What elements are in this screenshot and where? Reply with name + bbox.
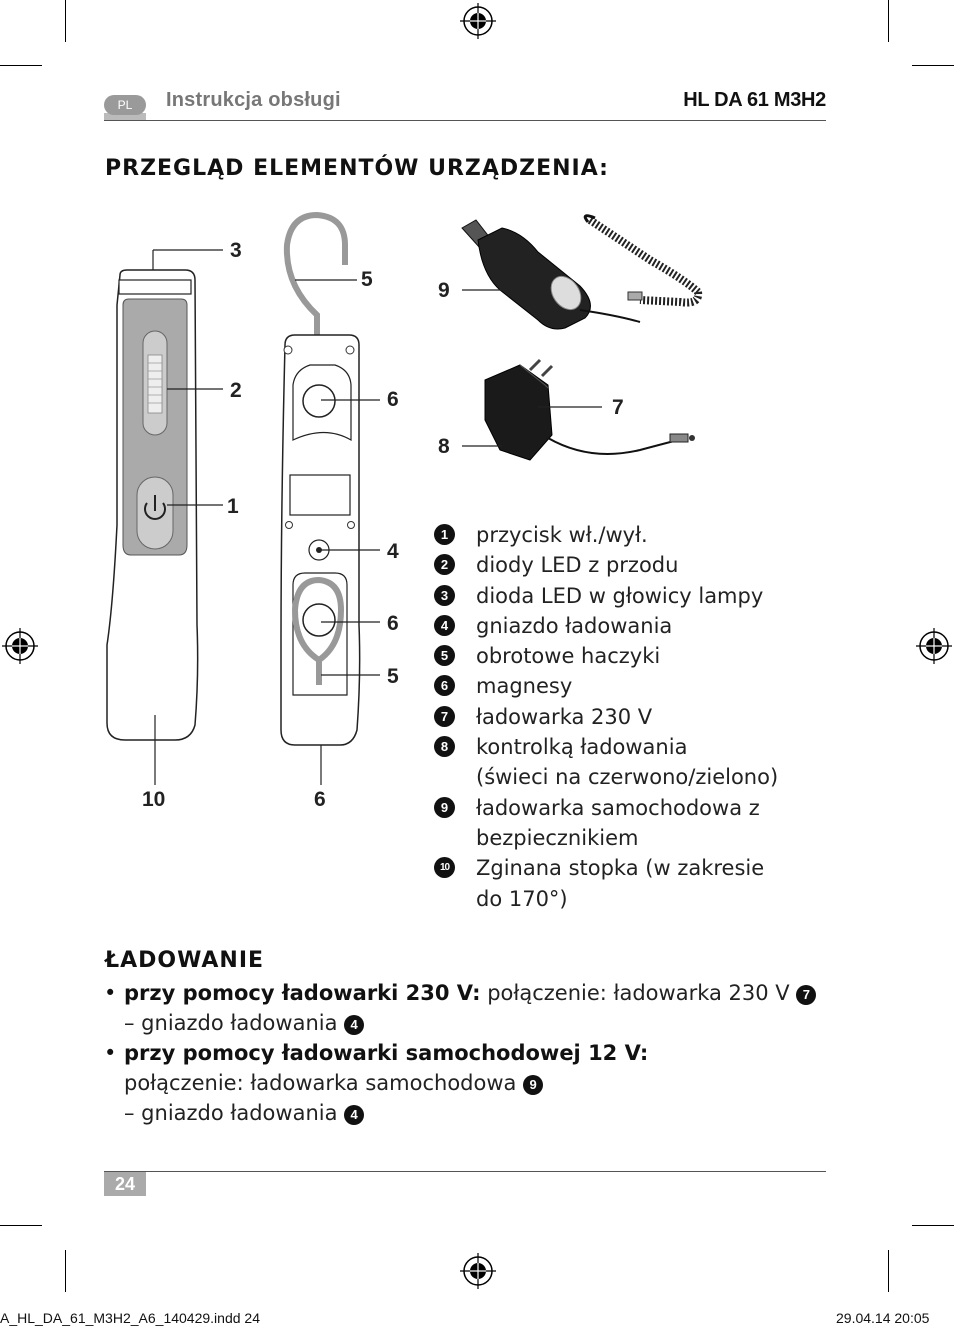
callout-6: 6	[314, 788, 326, 811]
legend-text: diody LED z przodu	[476, 553, 679, 578]
legend-item: 1 przycisk wł./wył.	[434, 520, 834, 550]
footer-rule	[104, 1171, 826, 1172]
callout-7: 7	[612, 396, 624, 419]
ref-number: 4	[344, 1105, 365, 1125]
legend-text: magnesy	[476, 674, 573, 699]
legend-text-continued: (świeci na czerwono/zielono)	[476, 765, 779, 790]
callout-4: 4	[387, 540, 399, 563]
callout-1: 1	[227, 495, 239, 518]
charging-item-car-line3: – gniazdo ładowania 4	[124, 1098, 365, 1128]
legend-number: 5	[434, 645, 455, 667]
charging-item-car: przy pomocy ładowarki samochodowej 12 V:	[124, 1038, 648, 1068]
ref-number: 4	[344, 1015, 365, 1035]
crop-mark	[0, 1225, 42, 1226]
page-number: 24	[104, 1172, 146, 1196]
legend-text: Zginana stopka (w zakresie	[476, 856, 765, 881]
ref-number: 9	[523, 1075, 544, 1095]
parts-legend: 1 przycisk wł./wył. 2 diody LED z przodu…	[434, 520, 834, 914]
legend-item: 2 diody LED z przodu	[434, 550, 834, 580]
charging-item-mains-text: połączenie: ładowarka 230 V	[480, 981, 797, 1005]
legend-item: 5 obrotowe haczyki	[434, 641, 834, 671]
crop-mark	[65, 0, 66, 42]
legend-number: 6	[434, 675, 455, 697]
legend-text: obrotowe haczyki	[476, 644, 661, 669]
callout-labels: 3 2 1 10 5 6 4 6 5 6	[142, 239, 399, 811]
legend-text: kontrolką ładowania	[476, 735, 688, 760]
legend-item: 4 gniazdo ładowania	[434, 611, 834, 641]
callout-10: 10	[142, 788, 165, 811]
crop-mark	[888, 1250, 889, 1292]
charging-item-car-line2: połączenie: ładowarka samochodowa 9	[124, 1068, 544, 1098]
legend-number: 7	[434, 705, 455, 727]
charging-item-mains-line2: – gniazdo ładowania 4	[124, 1008, 365, 1038]
power-icon	[144, 495, 166, 520]
slug-timestamp: 29.04.14 20:05	[836, 1310, 930, 1326]
legend-number: 2	[434, 554, 455, 576]
callout-5: 5	[361, 268, 373, 291]
crop-mark	[0, 65, 42, 66]
callout-3: 3	[230, 239, 242, 262]
legend-number: 10	[434, 857, 455, 879]
bullet: •	[104, 1041, 117, 1065]
legend-text-continued: bezpiecznikiem	[476, 825, 639, 850]
callout-2: 2	[230, 379, 242, 402]
header-model: HL DA 61 M3H2	[683, 89, 826, 111]
callout-8: 8	[438, 435, 450, 458]
registration-mark-icon	[460, 3, 496, 39]
header-title: Instrukcja obsługi	[166, 89, 341, 111]
crop-mark	[65, 1250, 66, 1292]
registration-mark-icon	[460, 1253, 496, 1289]
callout-9: 9	[438, 279, 450, 302]
header-badge-shade	[104, 113, 146, 120]
charging-item-mains: przy pomocy ładowarki 230 V: połączenie:…	[124, 978, 817, 1008]
chargers-diagram: 9 7 8	[438, 214, 703, 461]
header-rule	[104, 120, 826, 121]
legend-number: 8	[434, 736, 455, 758]
legend-item: 8 kontrolką ładowania (świeci na czerwon…	[434, 732, 834, 793]
mains-charger	[484, 358, 695, 461]
led-column	[147, 354, 163, 414]
charging-item-car-socket: – gniazdo ładowania	[124, 1101, 345, 1125]
legend-text: dioda LED w głowicy lampy	[476, 583, 764, 608]
legend-text: gniazdo ładowania	[476, 613, 673, 638]
legend-item: 7 ładowarka 230 V	[434, 702, 834, 732]
legend-item: 10 Zginana stopka (w zakresie do 170°)	[434, 853, 834, 914]
legend-text: przycisk wł./wył.	[476, 523, 648, 547]
charging-item-car-label: przy pomocy ładowarki samochodowej 12 V:	[124, 1041, 649, 1065]
lamp-front-view	[106, 269, 199, 741]
overview-title: PRZEGLĄD ELEMENTÓW URZĄDZENIA:	[105, 156, 609, 181]
charging-item-mains-socket: – gniazdo ładowania	[124, 1011, 345, 1035]
legend-item: 6 magnesy	[434, 671, 834, 701]
legend-number: 9	[434, 796, 455, 818]
lamp-back-view	[280, 211, 361, 746]
charging-item-car-text: połączenie: ładowarka samochodowa	[124, 1071, 524, 1095]
legend-number: 4	[434, 614, 455, 636]
bullet: •	[104, 981, 117, 1005]
registration-mark-icon	[916, 628, 952, 664]
legend-text: ładowarka 230 V	[476, 704, 653, 729]
charging-item-mains-label: przy pomocy ładowarki 230 V:	[124, 981, 481, 1005]
crop-mark	[888, 0, 889, 42]
crop-mark	[912, 65, 954, 66]
crop-mark	[912, 1225, 954, 1226]
legend-text: ładowarka samochodowa z	[476, 795, 760, 820]
legend-number: 3	[434, 584, 455, 606]
legend-number: 1	[434, 524, 455, 545]
slug-filename: A_HL_DA_61_M3H2_A6_140429.indd 24	[0, 1310, 260, 1326]
callout-6: 6	[387, 612, 399, 635]
charging-title: ŁADOWANIE	[105, 948, 265, 973]
callout-6: 6	[387, 388, 399, 411]
registration-mark-icon	[2, 628, 38, 664]
car-charger	[461, 214, 703, 330]
callout-5: 5	[387, 665, 399, 688]
ref-number: 7	[796, 985, 817, 1005]
language-badge: PL	[104, 95, 146, 115]
legend-item: 9 ładowarka samochodowa z bezpiecznikiem	[434, 793, 834, 854]
device-diagram	[106, 211, 380, 785]
legend-item: 3 dioda LED w głowicy lampy	[434, 581, 834, 611]
legend-text-continued: do 170°)	[476, 886, 568, 911]
